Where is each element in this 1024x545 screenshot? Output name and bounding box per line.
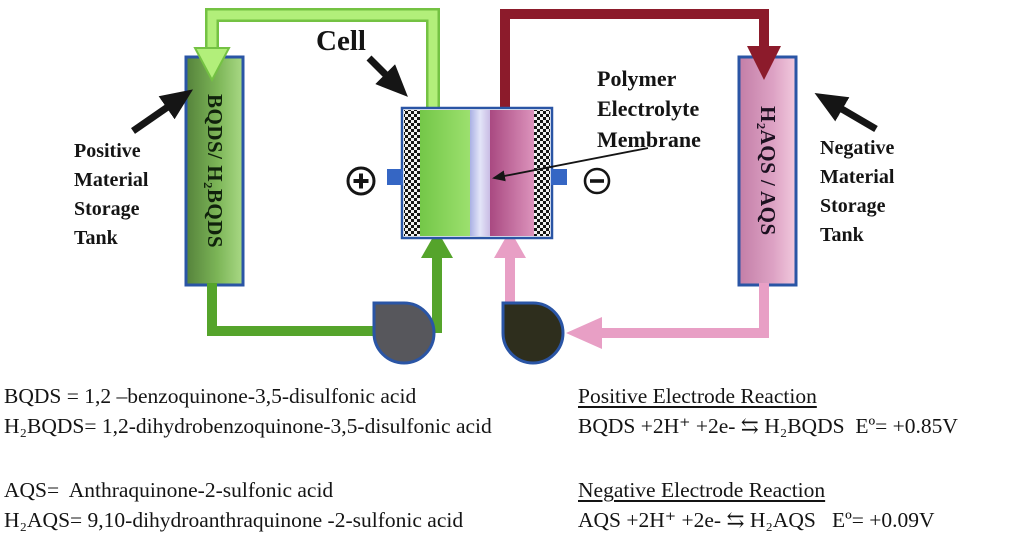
negative-supply-arrowhead-icon: [494, 230, 526, 258]
negative-reaction-heading: Negative Electrode Reaction: [578, 478, 826, 502]
positive-return-arrowhead-icon: [193, 47, 231, 83]
polymer-electrolyte-membrane: [470, 110, 490, 236]
definition-h2bqds: H₂BQDS= 1,2-dihydrobenzoquinone-3,5-disu…: [4, 414, 492, 438]
cell-pointer-arrow: [366, 55, 408, 97]
negative-reaction-equation: AQS +2H⁺ +2e- ⇆ H₂AQS Eº= +0.09V: [578, 508, 935, 532]
negative-supply-flow-arrow: [494, 230, 769, 349]
membrane-label: Polymer Electrolyte Membrane: [597, 66, 701, 152]
negative-storage-tank: [737, 55, 798, 287]
positive-pump-icon: [372, 301, 436, 365]
plus-terminal-icon: [346, 166, 376, 196]
negative-electrolyte-compartment: [490, 110, 534, 236]
negative-return-flow-arrow: [500, 9, 781, 114]
positive-reaction-equation: BQDS +2H⁺ +2e- ⇆ H₂BQDS Eº= +0.85V: [578, 414, 958, 438]
negative-terminal-tab: [551, 169, 567, 185]
minus-terminal-icon: [583, 167, 611, 195]
positive-tank-caption: Positive Material Storage Tank: [74, 140, 149, 249]
positive-return-flow-arrow: [193, 8, 440, 114]
negative-pump-arrowhead-icon: [566, 317, 602, 349]
positive-terminal-tab: [387, 169, 403, 185]
definition-aqs: AQS= Anthraquinone-2-sulfonic acid: [4, 478, 334, 502]
negative-electrode: [534, 110, 550, 236]
cell-label: Cell: [316, 25, 366, 57]
positive-reaction-heading: Positive Electrode Reaction: [578, 384, 817, 408]
definition-h2aqs: H₂AQS= 9,10-dihydroanthraquinone -2-sulf…: [4, 508, 464, 532]
positive-supply-flow-arrow: [207, 230, 453, 336]
positive-tank-pointer-arrow: [131, 89, 194, 134]
negative-tank-label: H₂AQS / AQS: [756, 106, 780, 236]
definition-bqds: BQDS = 1,2 –benzoquinone-3,5-disulfonic …: [4, 384, 417, 408]
cell-assembly: [387, 106, 567, 240]
positive-electrolyte-compartment: [420, 110, 470, 236]
positive-storage-tank: [184, 55, 245, 287]
negative-tank-pointer-arrow: [814, 93, 878, 133]
negative-pump-icon: [501, 301, 565, 365]
positive-supply-arrowhead-icon: [421, 230, 453, 258]
membrane-pointer-arrow: [492, 147, 649, 182]
negative-tank-caption: Negative Material Storage Tank: [820, 137, 895, 246]
positive-tank-label: BQDS/ H₂BQDS: [203, 93, 227, 249]
negative-return-arrowhead-icon: [747, 46, 781, 80]
positive-electrode: [404, 110, 420, 236]
